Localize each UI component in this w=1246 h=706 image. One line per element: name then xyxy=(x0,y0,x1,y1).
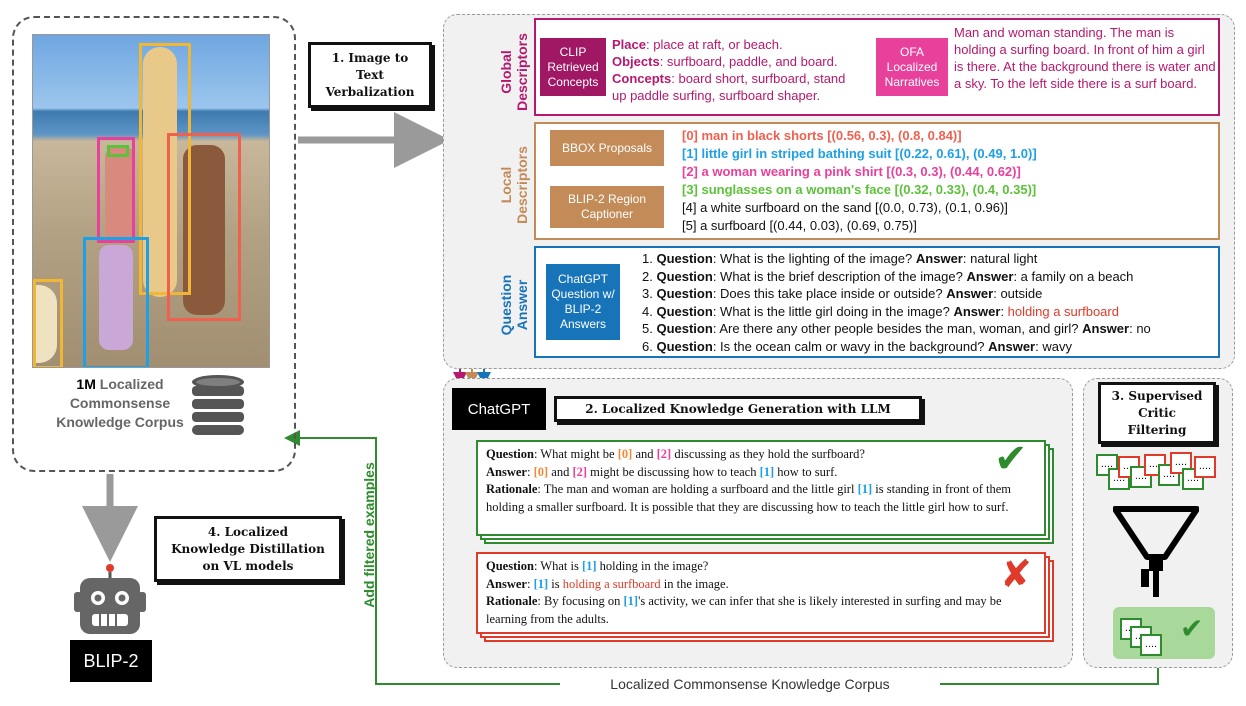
corpus-panel xyxy=(12,16,296,472)
corpus-count: 1M xyxy=(76,376,96,392)
robot-icon xyxy=(74,564,146,634)
region-item: [0] man in black shorts [(0.56, 0.3), (0… xyxy=(682,128,962,143)
bbox-proposals-chip: BBOX Proposals xyxy=(550,130,664,166)
bbox-man xyxy=(167,133,241,321)
funnel-icon xyxy=(1113,506,1199,597)
filtered-check-icon: ✔ xyxy=(1180,612,1204,645)
region-item: [5] a surfboard [(0.44, 0.03), (0.69, 0.… xyxy=(682,218,917,233)
corpus-caption: 1M Localized Commonsense Knowledge Corpu… xyxy=(56,376,184,430)
step-3-tag: 3. Supervised Critic Filtering xyxy=(1098,382,1216,444)
blip2-model-label: BLIP-2 xyxy=(70,640,152,682)
ofa-narrative-text: Man and woman standing. The man is holdi… xyxy=(954,25,1216,91)
bbox-sunglasses xyxy=(107,145,129,157)
bbox-white-surfboard xyxy=(33,279,63,367)
critic-notes-cluster: .................................... xyxy=(1096,452,1220,504)
good-example-card: Question: What might be [0] and [2] disc… xyxy=(476,440,1046,536)
bbox-woman xyxy=(97,137,135,243)
qa-item: 3. Question: Does this take place inside… xyxy=(642,286,1043,301)
check-icon: ✔ xyxy=(994,436,1028,482)
bbox-surfboard xyxy=(139,43,191,295)
region-item: [2] a woman wearing a pink shirt [(0.3, … xyxy=(682,164,1021,179)
bbox-girl xyxy=(83,237,149,367)
girl-figure xyxy=(99,245,133,350)
qa-box xyxy=(534,246,1220,358)
qa-item: 2. Question: What is the brief descripti… xyxy=(642,268,1134,284)
white-board-shape xyxy=(33,285,57,363)
region-list: [0] man in black shorts [(0.56, 0.3), (0… xyxy=(682,127,1212,235)
database-icon xyxy=(192,375,244,435)
region-item: [4] a white surfboard on the sand [(0.0,… xyxy=(682,200,1008,215)
qa-item: 5. Question: Are there any other people … xyxy=(642,321,1151,336)
arrow-add-filtered xyxy=(284,430,1159,685)
region-item: [1] little girl in striped bathing suit … xyxy=(682,146,1037,161)
woman-figure xyxy=(105,147,135,242)
region-item: [3] sunglasses on a woman's face [(0.32,… xyxy=(682,182,1037,197)
filtered-note-3: .... xyxy=(1140,634,1162,656)
step-1-tag: 1. Image to Text Verbalization xyxy=(308,42,432,108)
corpus-loop-label: Localized Commonsense Knowledge Corpus xyxy=(560,676,940,694)
step-4-tag: 4. Localized Knowledge Distillation on V… xyxy=(154,516,342,582)
critic-note: .... xyxy=(1194,456,1216,478)
step-2-tag: 2. Localized Knowledge Generation with L… xyxy=(554,396,922,422)
bad-example-card: Question: What is [1] holding in the ima… xyxy=(476,552,1046,634)
qa-list: 1. Question: What is the lighting of the… xyxy=(642,250,1217,355)
add-filtered-label: Add filtered examples xyxy=(361,462,377,608)
chatgpt-node: ChatGPT xyxy=(452,388,546,430)
cross-icon: ✘ xyxy=(1000,552,1032,596)
qa-item: 1. Question: What is the lighting of the… xyxy=(642,251,1038,266)
qa-item: 4. Question: What is the little girl doi… xyxy=(642,303,1119,319)
clip-concepts-text: Place: place at raft, or beach. Objects:… xyxy=(612,37,846,103)
qa-item: 6. Question: Is the ocean calm or wavy i… xyxy=(642,338,1072,354)
beach-photo xyxy=(32,34,270,368)
